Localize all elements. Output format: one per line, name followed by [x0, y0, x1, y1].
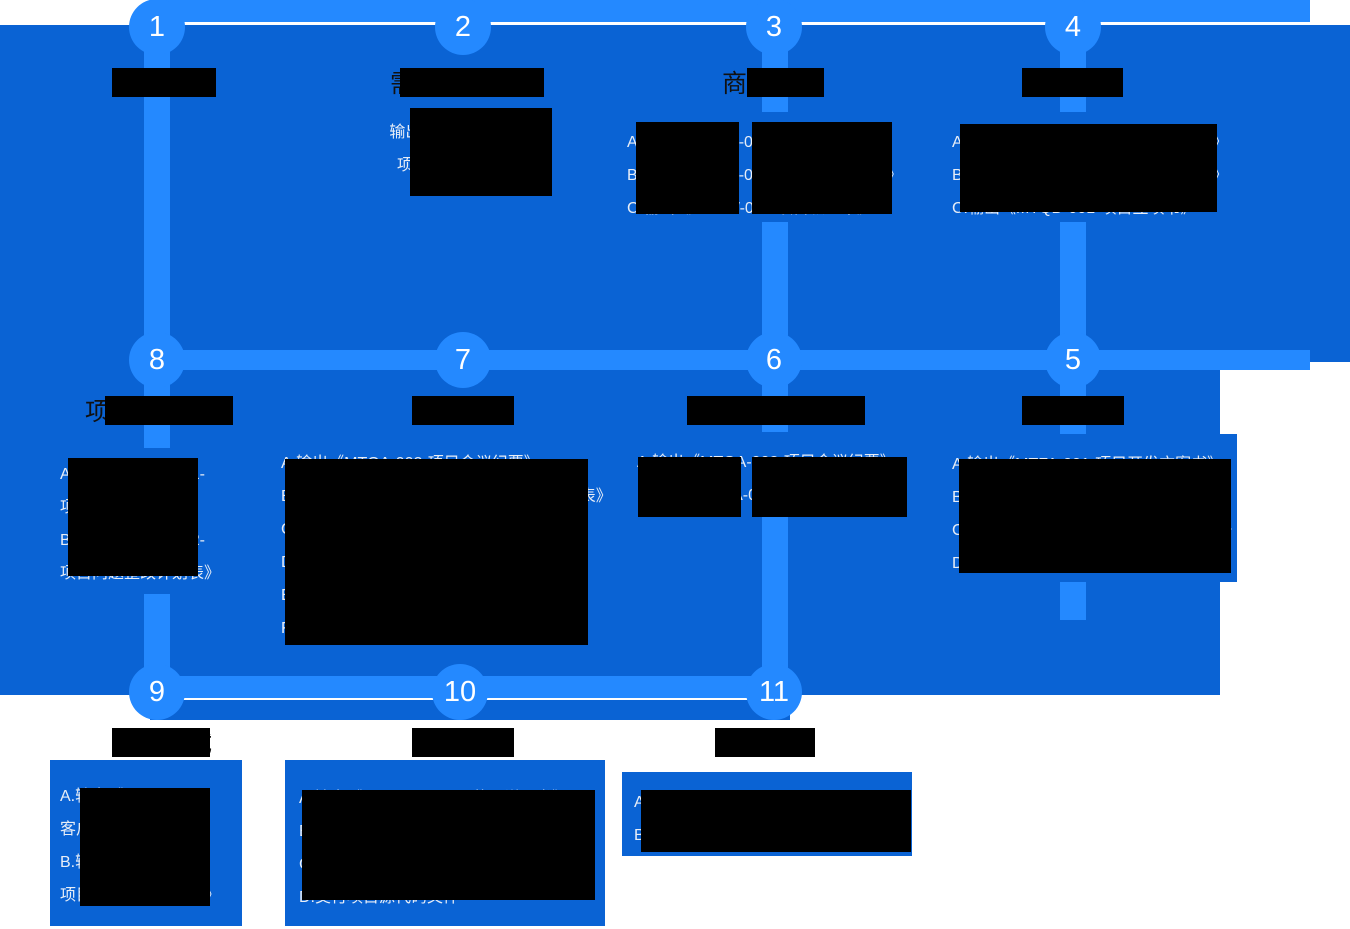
list-item: B.输出《MTSH-002-客户售后派工单》	[634, 827, 908, 844]
list-item: D.交付项目源代码文件	[299, 889, 460, 906]
step-bubble-6[interactable]: 6	[746, 332, 802, 388]
list-item: A.输出《MTQD-003-项目开发计划书》	[952, 134, 1228, 151]
card-step-3[interactable]: A.输出《MTSW-001-3-报价单》 B.输出《MTSW-002-5-软件开…	[615, 112, 905, 222]
list-item: 项目内部评审报告》	[60, 499, 205, 516]
list-item: D.输出《MTKF-005-项目方案变更记录表》	[281, 554, 586, 571]
list-item: C.输出《MTFA-002-数据设计格式文档》	[952, 522, 1241, 539]
card-step-10-list: A.输出《MTJF-001-项目使用说明书》 B.输出《MTJF-002-常见问…	[299, 782, 601, 914]
card-step-8[interactable]: A.输出《MTPS-001- 项目内部评审报告》 B.输出《MTYS-002- …	[50, 448, 242, 594]
rail-top-light-right	[1045, 0, 1310, 22]
list-item: B.输出《MTQD-002-项目成员分工表》	[952, 167, 1228, 184]
redaction-title-9	[112, 728, 210, 757]
redaction-title-2	[400, 68, 544, 97]
list-item: F.输出项目源代码文件	[281, 620, 438, 637]
list-item: C.输出《MTJF-003-项目交付确认书》	[299, 856, 570, 873]
step-bubble-5[interactable]: 5	[1045, 332, 1101, 388]
list-item: A.输出《MTQA-002-项目会议纪要》	[637, 454, 896, 471]
redaction-title-5	[1022, 396, 1124, 425]
card-step-11[interactable]: A.输出《MTSH-001-客户测试反馈表》 B.输出《MTSH-002-客户售…	[622, 772, 912, 856]
list-item: A.输出《MTQA-002-项目会议纪要》	[281, 455, 540, 472]
list-item: C.输出《MTSW-003-项目派工单》	[627, 200, 873, 217]
list-item: 项目问题整改计划表》	[60, 565, 221, 582]
list-item: A.输出《MTSW-001-3-报价单》	[627, 134, 855, 151]
list-item: 客户测试反馈表》	[60, 821, 189, 838]
list-item: D.输出《MTFA-003-项目接口文档》	[952, 555, 1209, 572]
list-item: B.输出《MTSW-002-5-软件开发合同》	[627, 167, 903, 184]
card-step-9[interactable]: A.输出《MTYS-001- 客户测试反馈表》 B.输出《MTYS-002- 项…	[50, 760, 242, 926]
card-step-2[interactable]: 输出《MTFX-002-1- 项目需求分析书》	[370, 106, 552, 196]
step-bubble-9[interactable]: 9	[129, 664, 185, 720]
list-item: A.输出《MTFA-001-项目开发方案书》	[952, 456, 1224, 473]
list-item: A.输出《MTPS-001-	[60, 466, 205, 483]
card-step-2-list: 输出《MTFX-002-1- 项目需求分析书》	[378, 116, 544, 182]
redaction-title-4	[1022, 68, 1123, 97]
rail-v-step6-to-step11	[762, 370, 788, 700]
card-step-11-list: A.输出《MTSH-001-客户测试反馈表》 B.输出《MTSH-002-客户售…	[634, 786, 908, 852]
list-item: B.输出界面ui设计原型	[952, 489, 1108, 506]
rail-top-light	[150, 0, 1080, 22]
list-item: C.输出《MTQD-001-项目立项书》	[952, 200, 1197, 217]
redaction-title-6	[687, 396, 865, 425]
list-item: B.输出《MTKF-002-项目内测bug清单记录表》	[281, 488, 612, 505]
card-step-6-list: A.输出《MTQA-002-项目会议纪要》 B.更新《MTFA-001-项目开发…	[637, 446, 909, 512]
list-item: A.输出《MTJF-001-项目使用说明书》	[299, 790, 569, 807]
step-bubble-4[interactable]: 4	[1045, 0, 1101, 55]
rail-top-dark	[150, 25, 1310, 45]
list-item: B.输出《MTJF-002-常见问题自查说明书》	[299, 823, 601, 840]
redaction-title-10	[412, 728, 514, 757]
card-step-5-list: A.输出《MTFA-001-项目开发方案书》 B.输出界面ui设计原型 C.输出…	[952, 448, 1241, 580]
card-step-7[interactable]: A.输出《MTQA-002-项目会议纪要》 B.输出《MTKF-002-项目内测…	[265, 425, 615, 655]
rail-middle-light	[150, 350, 1310, 370]
step-bubble-7[interactable]: 7	[435, 332, 491, 388]
card-step-7-list: A.输出《MTQA-002-项目会议纪要》 B.输出《MTKF-002-项目内测…	[281, 447, 612, 645]
card-step-4-list: A.输出《MTQD-003-项目开发计划书》 B.输出《MTQD-002-项目成…	[952, 126, 1228, 225]
redaction-title-1	[112, 68, 216, 97]
card-step-5[interactable]: A.输出《MTFA-001-项目开发方案书》 B.输出界面ui设计原型 C.输出…	[940, 434, 1241, 582]
list-item: E.输出《MTKF-006-项目方案变更通知单》	[281, 587, 586, 604]
list-item: B.输出《MTYS-002-	[60, 854, 205, 871]
step-bubble-11[interactable]: 11	[746, 664, 802, 720]
list-item: 项目问题整改计划表》	[60, 887, 221, 904]
redaction-title-8	[105, 396, 233, 425]
list-item: C.输出《MTKF-003-项目问题整改计划表》	[281, 521, 586, 538]
card-step-6[interactable]: A.输出《MTQA-002-项目会议纪要》 B.更新《MTFA-001-项目开发…	[625, 432, 915, 516]
card-step-8-list: A.输出《MTPS-001- 项目内部评审报告》 B.输出《MTYS-002- …	[60, 458, 232, 590]
list-item: B.更新《MTFA-001-项目开发方案书》	[637, 487, 909, 504]
step-bubble-3[interactable]: 3	[746, 0, 802, 55]
list-item: 项目需求分析书》	[396, 157, 525, 174]
step-bubble-10[interactable]: 10	[432, 664, 488, 720]
step-bubble-1[interactable]: 1	[129, 0, 185, 55]
redaction-title-3	[747, 68, 824, 97]
list-item: B.输出《MTYS-002-	[60, 532, 205, 549]
card-step-9-list: A.输出《MTYS-001- 客户测试反馈表》 B.输出《MTYS-002- 项…	[60, 780, 232, 912]
step-bubble-8[interactable]: 8	[129, 332, 185, 388]
redaction-title-7	[412, 396, 514, 425]
list-item: A.输出《MTSH-001-客户测试反馈表》	[634, 794, 908, 811]
card-step-10[interactable]: A.输出《MTJF-001-项目使用说明书》 B.输出《MTJF-002-常见问…	[285, 760, 605, 926]
card-step-4[interactable]: A.输出《MTQD-003-项目开发计划书》 B.输出《MTQD-002-项目成…	[940, 112, 1237, 222]
list-item: 输出《MTFX-002-1-	[389, 124, 533, 141]
redaction-title-11	[715, 728, 815, 757]
step-bubble-2[interactable]: 2	[435, 0, 491, 55]
card-step-3-list: A.输出《MTSW-001-3-报价单》 B.输出《MTSW-002-5-软件开…	[627, 126, 903, 225]
list-item: A.输出《MTYS-001-	[60, 788, 205, 805]
